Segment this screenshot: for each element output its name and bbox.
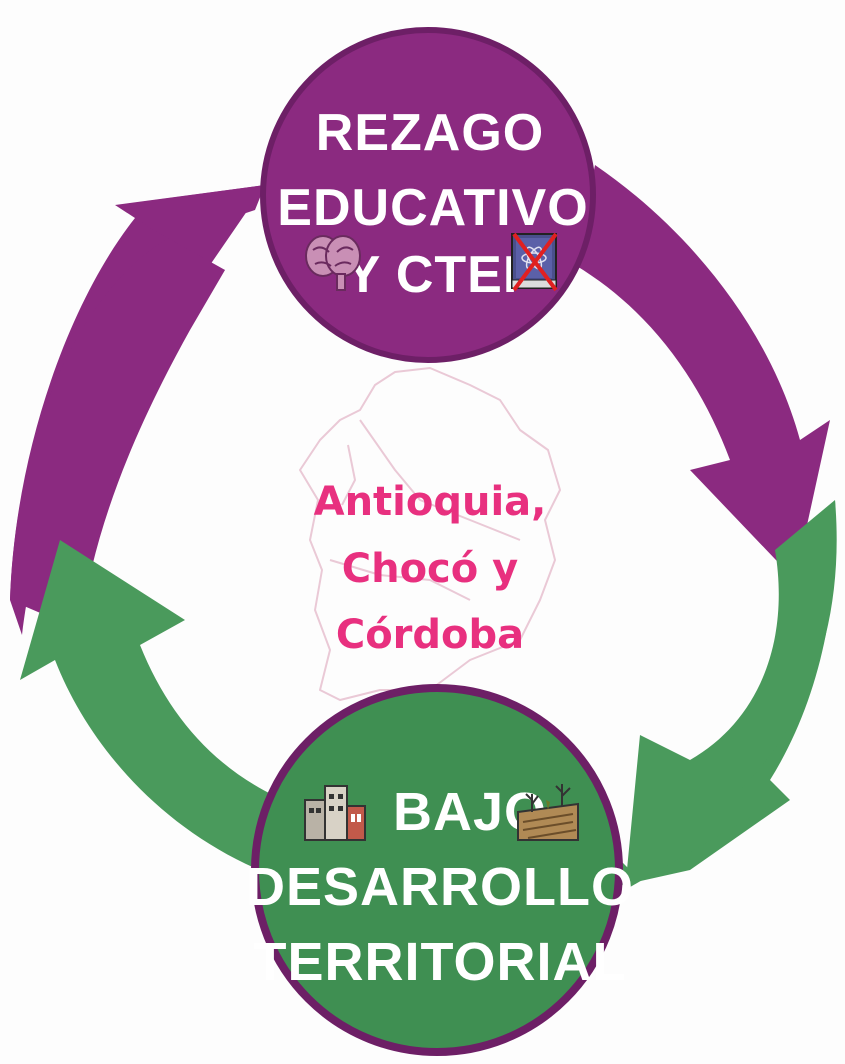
top-circle-line-2: EDUCATIVO bbox=[277, 179, 588, 237]
center-line-1: Antioquia, bbox=[314, 479, 547, 525]
center-line-2: Chocó y bbox=[342, 546, 519, 592]
green-arrow-right-body bbox=[625, 500, 837, 890]
crossed-out-science-book-icon bbox=[511, 232, 558, 292]
map-outline bbox=[299, 367, 561, 701]
green-arrow-left bbox=[20, 540, 295, 880]
bottom-circle-line-3: TERRITORIAL bbox=[254, 932, 627, 992]
green-arrow-right bbox=[560, 500, 836, 890]
top-circle-line-1: REZAGO bbox=[316, 104, 544, 162]
purple-arrow-left-inner bbox=[10, 185, 265, 630]
bottom-circle bbox=[251, 684, 623, 1056]
city-buildings-icon bbox=[304, 785, 366, 841]
top-circle-line-3: Y CTEI bbox=[346, 246, 519, 304]
purple-arrow-right bbox=[575, 165, 830, 580]
dry-farmland-icon bbox=[517, 784, 579, 841]
brain-icon bbox=[305, 235, 361, 291]
center-line-3: Córdoba bbox=[336, 612, 524, 658]
bottom-circle-line-2: DESARROLLO bbox=[246, 857, 634, 917]
